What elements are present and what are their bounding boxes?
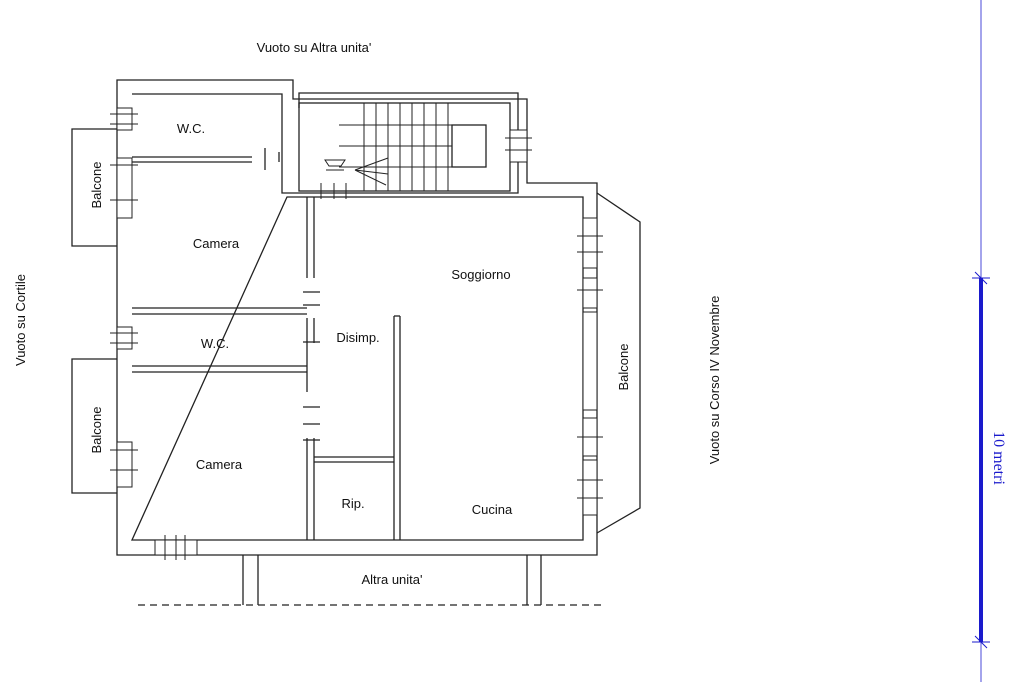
room-label-rip: Rip.: [341, 496, 364, 511]
label-bottom-unit: Altra unita': [361, 572, 422, 587]
window-right-1: [577, 217, 603, 269]
window-stair: [505, 129, 532, 163]
scale-bar: 10 metri: [972, 0, 1007, 682]
label-top-void: Vuoto su Altra unita': [257, 40, 372, 55]
stair-core: [298, 102, 511, 192]
outer-wall: [116, 79, 598, 556]
room-label-camera-bottom: Camera: [196, 457, 243, 472]
walls: [71, 79, 641, 605]
scale-label: 10 metri: [990, 431, 1007, 485]
balcone-top-outline: [71, 128, 117, 247]
label-left-void: Vuoto su Cortile: [13, 274, 28, 366]
label-right-void: Vuoto su Corso IV Novembre: [707, 296, 722, 465]
window-left-3: [110, 326, 138, 350]
room-label-wc-mid: W.C.: [201, 336, 229, 351]
room-label-wc-top: W.C.: [177, 121, 205, 136]
window-left-1: [110, 107, 138, 131]
balcone-right-outline: [596, 192, 641, 534]
staircase: [324, 103, 452, 191]
stair-arrow-icon: [354, 157, 389, 186]
balcone-label-top: Balcone: [89, 162, 104, 209]
window-right-2: [577, 277, 603, 309]
window-right-5: [577, 459, 603, 516]
room-label-soggiorno: Soggiorno: [451, 267, 510, 282]
room-label-disimp: Disimp.: [336, 330, 379, 345]
balcone-label-right: Balcone: [616, 344, 631, 391]
balcone-bottom-outline: [71, 358, 117, 494]
room-label-cucina: Cucina: [472, 502, 513, 517]
entrance-door: [320, 183, 347, 199]
elevator-symbol-icon: [324, 159, 346, 171]
window-left-4: [110, 441, 138, 488]
openings: [110, 107, 603, 560]
window-right-4: [577, 417, 603, 457]
balcone-label-bottom: Balcone: [89, 407, 104, 454]
window-bottom: [154, 535, 198, 560]
window-left-2: [110, 157, 138, 219]
room-label-camera-top: Camera: [193, 236, 240, 251]
stair-well: [451, 124, 487, 168]
window-right-3: [582, 311, 598, 411]
